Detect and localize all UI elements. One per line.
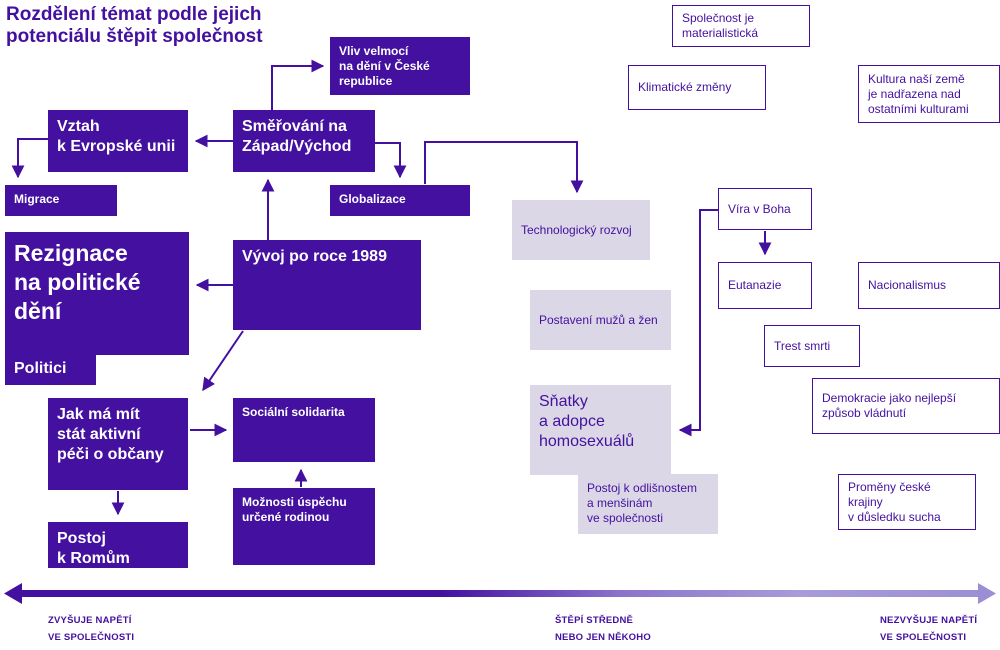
- node-rezignace-politicke-deni: Rezignace na politické dění: [5, 232, 189, 355]
- node-postaveni-muzu-zen: Postavení mužů a žen: [530, 290, 671, 350]
- node-pece-o-obcany: Jak má mít stát aktivní péči o občany: [48, 398, 188, 490]
- page-title: Rozdělení témat podle jejich potenciálu …: [6, 4, 263, 48]
- node-eutanazie: Eutanazie: [718, 262, 812, 309]
- node-smerovani-zapad-vychod: Směřování na Západ/Východ: [233, 110, 375, 172]
- node-vira-v-boha: Víra v Boha: [718, 188, 812, 230]
- axis-arrowhead-left: [4, 583, 22, 604]
- axis-arrow: [4, 583, 996, 604]
- node-vyvoj-1989: Vývoj po roce 1989: [233, 240, 421, 330]
- node-promeny-krajiny: Proměny české krajiny v důsledku sucha: [838, 474, 976, 530]
- node-snatky-adopce: Sňatky a adopce homosexuálů: [530, 385, 671, 475]
- node-technologicky-rozvoj: Technologický rozvoj: [512, 200, 650, 260]
- node-klimaticke-zmeny: Klimatické změny: [628, 65, 766, 110]
- node-demokracie: Demokracie jako nejlepší způsob vládnutí: [812, 378, 1000, 434]
- node-socialni-solidarita: Sociální solidarita: [233, 398, 375, 462]
- node-globalizace: Globalizace: [330, 185, 470, 216]
- arrow-vztah-migrace: [11, 138, 48, 179]
- node-politici: Politici: [5, 355, 96, 385]
- arrow-smerovani-vliv: [271, 59, 325, 110]
- node-nacionalismus: Nacionalismus: [858, 262, 1000, 309]
- node-migrace: Migrace: [5, 185, 117, 216]
- node-vztah-eu: Vztah k Evropské unii: [48, 110, 188, 172]
- arrow-vira-snatky: [678, 209, 718, 437]
- node-vliv-velmoci: Vliv velmocí na dění v České republice: [330, 37, 470, 95]
- axis-label-center: ŠTĚPÍ STŘEDNĚ NEBO JEN NĚKOHO: [555, 615, 651, 643]
- axis-label-left: ZVYŠUJE NAPĚTÍ VE SPOLEČNOSTI: [48, 615, 135, 643]
- node-postoj-k-odlisnostem: Postoj k odlišnostem a menšinám ve spole…: [578, 474, 718, 534]
- arrow-vyvoj-jak: [202, 330, 244, 392]
- axis-arrowhead-right: [978, 583, 996, 604]
- axis-label-right: NEZVYŠUJE NAPĚTÍ VE SPOLEČNOSTI: [880, 615, 978, 643]
- node-postoj-k-romum: Postoj k Romům: [48, 522, 188, 568]
- node-spolecnost-materialisticka: Společnost je materialistická: [672, 5, 810, 47]
- arrow-smerovani-globalizace: [375, 142, 407, 179]
- node-trest-smrti: Trest smrti: [764, 325, 860, 367]
- node-moznosti-uspechu: Možnosti úspěchu určené rodinou: [233, 488, 375, 565]
- node-kultura-nadrazena: Kultura naší země je nadřazena nad ostat…: [858, 65, 1000, 123]
